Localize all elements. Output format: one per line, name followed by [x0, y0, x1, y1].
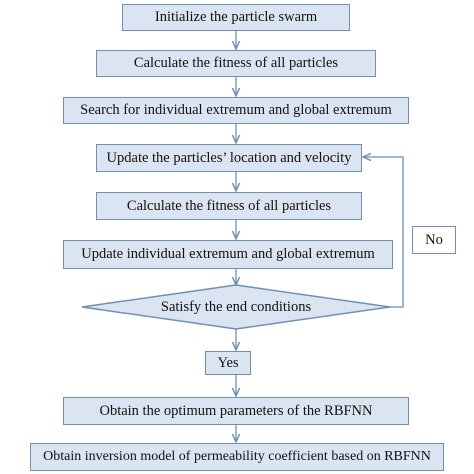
step-calculate-fitness-1: Calculate the fitness of all particles [96, 50, 376, 77]
step-search-extremum-label: Search for individual extremum and globa… [80, 102, 392, 119]
step-update-extremum: Update individual extremum and global ex… [63, 240, 393, 269]
loop-back-no-arrow [363, 157, 404, 308]
decision-diamond [81, 284, 391, 330]
decision-end-conditions-label: Satisfy the end conditions [160, 298, 312, 315]
step-update-extremum-label: Update individual extremum and global ex… [81, 246, 375, 263]
branch-yes-label: Yes [205, 351, 251, 375]
step-initialize-swarm-label: Initialize the particle swarm [154, 9, 318, 26]
step-calculate-fitness-1-label: Calculate the fitness of all particles [133, 55, 339, 72]
step-optimum-parameters: Obtain the optimum parameters of the RBF… [63, 397, 409, 425]
step-optimum-parameters-label: Obtain the optimum parameters of the RBF… [99, 402, 373, 419]
branch-no-label: No [412, 226, 456, 254]
step-update-location-velocity-label: Update the particles’ location and veloc… [106, 149, 352, 166]
step-update-location-velocity: Update the particles’ location and veloc… [96, 144, 362, 172]
step-calculate-fitness-2-label: Calculate the fitness of all particles [126, 197, 332, 214]
step-inversion-model: Obtain inversion model of permeability c… [30, 443, 444, 471]
branch-yes-text: Yes [217, 354, 239, 371]
branch-no-text: No [425, 231, 443, 248]
step-search-extremum: Search for individual extremum and globa… [63, 97, 409, 124]
step-inversion-model-label: Obtain inversion model of permeability c… [43, 449, 431, 464]
step-initialize-swarm: Initialize the particle swarm [122, 4, 350, 31]
step-calculate-fitness-2: Calculate the fitness of all particles [96, 192, 362, 220]
